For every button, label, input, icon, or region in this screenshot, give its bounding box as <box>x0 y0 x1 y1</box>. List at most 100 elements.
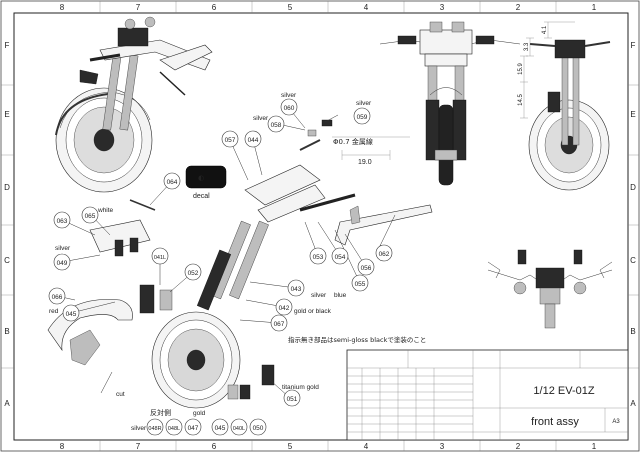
col-label-top-8: 8 <box>60 3 65 12</box>
callout-062-label: 062 <box>379 251 390 258</box>
col-label-bottom-7: 7 <box>136 442 141 451</box>
callout-053-label: 053 <box>313 254 324 261</box>
callout-055: 055 <box>351 274 369 292</box>
col-label-top-7: 7 <box>136 3 141 12</box>
callout-058: 058 <box>267 115 285 133</box>
col-label-bottom-1: 1 <box>592 442 597 451</box>
col-label-top-4: 4 <box>364 3 369 12</box>
meter-readout-icon: ◐ <box>198 174 204 182</box>
callout-052: 052 <box>184 263 202 281</box>
note-silver-060: silver <box>281 92 297 99</box>
row-label-right-E: E <box>630 110 635 119</box>
callout-049: 049 <box>53 253 71 271</box>
note-decal: decal <box>193 193 210 200</box>
callout-066: 066 <box>48 287 66 305</box>
dim-15-9: 15.9 <box>518 63 524 75</box>
note-wire-spec: Φ0.7 金属線 <box>333 137 373 146</box>
title-name: front assy <box>531 416 579 428</box>
plan-view <box>487 249 613 329</box>
callout-067-label: 067 <box>274 321 285 328</box>
callout-049-label: 049 <box>57 260 68 267</box>
note-silver-059: silver <box>356 100 372 107</box>
callout-041L: 041L <box>151 247 169 265</box>
col-label-bottom-5: 5 <box>288 442 293 451</box>
callout-045-bottom-label: 045 <box>215 425 226 432</box>
note-wire-length: 19.0 <box>358 159 372 166</box>
col-label-bottom-3: 3 <box>440 442 445 451</box>
row-label-left-C: C <box>4 256 10 265</box>
col-label-top-3: 3 <box>440 3 445 12</box>
callout-044: 044 <box>244 130 262 148</box>
callout-067: 067 <box>270 314 288 332</box>
dim-14-5: 14.5 <box>518 94 524 106</box>
callout-060: 060 <box>280 98 298 116</box>
front-view <box>379 21 521 186</box>
callout-045-left-label: 045 <box>66 311 77 318</box>
callout-065-label: 065 <box>85 213 96 220</box>
callout-064-label: 064 <box>167 179 178 186</box>
callout-064: 064 <box>163 172 181 190</box>
callout-059: 059 <box>353 107 371 125</box>
note-paint-instruction: 指示無き部品はsemi-gloss blackで塗装のこと <box>288 335 426 344</box>
row-label-left-D: D <box>4 183 10 192</box>
dim-4-1: 4.1 <box>542 25 548 34</box>
callout-048L: 048L <box>165 418 183 436</box>
callout-058-label: 058 <box>271 122 282 129</box>
note-silver-058: silver <box>253 115 269 122</box>
callout-063: 063 <box>53 211 71 229</box>
callout-044-label: 044 <box>248 137 259 144</box>
callout-055-label: 055 <box>355 281 366 288</box>
callout-056-label: 056 <box>361 265 372 272</box>
row-label-left-A: A <box>4 399 10 408</box>
callout-051-label: 051 <box>287 396 298 403</box>
inner-frame <box>13 12 629 441</box>
callout-042: 042 <box>275 298 293 316</box>
callout-041L-label: 041L <box>154 255 166 261</box>
row-label-left-E: E <box>4 110 9 119</box>
callout-065: 065 <box>81 206 99 224</box>
callout-050: 050 <box>249 418 267 436</box>
col-label-top-1: 1 <box>592 3 597 12</box>
callout-045-left: 045 <box>62 304 80 322</box>
meter-decal-graphic <box>185 165 227 189</box>
col-label-bottom-8: 8 <box>60 442 65 451</box>
callout-053: 053 <box>309 247 327 265</box>
row-label-left-B: B <box>4 327 9 336</box>
callout-043-label: 043 <box>291 286 302 293</box>
row-label-left-F: F <box>5 41 10 50</box>
iso-view-top-left <box>55 16 213 193</box>
col-label-top-2: 2 <box>516 3 521 12</box>
col-label-bottom-6: 6 <box>212 442 217 451</box>
note-cut: cut <box>116 391 125 398</box>
note-titanium-gold: titanium gold <box>282 384 319 391</box>
col-label-top-6: 6 <box>212 3 217 12</box>
callout-048L-label: 048L <box>168 426 180 432</box>
callout-051: 051 <box>283 389 301 407</box>
note-silver-bottom: silver <box>131 425 147 432</box>
callout-057: 057 <box>221 130 239 148</box>
dim-3-3: 3.3 <box>524 42 530 51</box>
callout-060-label: 060 <box>284 105 295 112</box>
side-view: 4.1 3.3 15.9 14.5 <box>518 21 611 191</box>
callout-048R: 048R <box>146 418 164 436</box>
callout-048R-label: 048R <box>148 426 161 432</box>
dimension-lines <box>520 21 575 119</box>
row-label-right-A: A <box>630 399 636 408</box>
callout-054-label: 054 <box>335 254 346 261</box>
note-gold-or-black: gold or black <box>294 308 332 315</box>
callout-050-label: 050 <box>253 425 264 432</box>
col-label-top-5: 5 <box>288 3 293 12</box>
note-opposite-side: 反対側 <box>150 408 171 417</box>
col-label-bottom-2: 2 <box>516 442 521 451</box>
note-white: white <box>97 207 114 214</box>
callout-059-label: 059 <box>357 114 368 121</box>
callout-040L-label: 040L <box>233 426 245 432</box>
callout-057-label: 057 <box>225 137 236 144</box>
row-label-right-D: D <box>630 183 636 192</box>
callout-054: 054 <box>331 247 349 265</box>
note-gold: gold <box>193 410 206 417</box>
title-model: 1/12 EV-01Z <box>533 385 594 397</box>
